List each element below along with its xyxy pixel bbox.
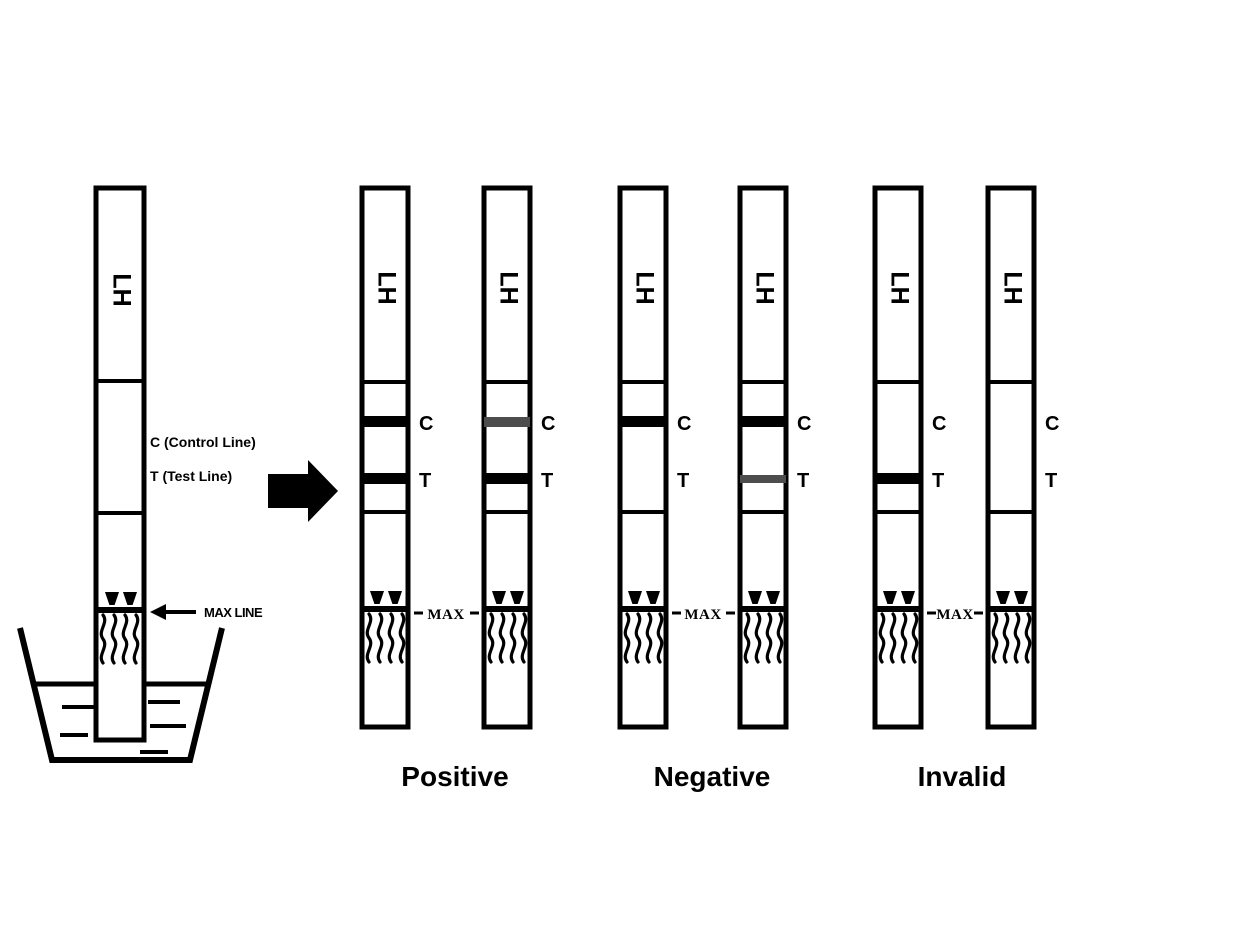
result-label-invalid: Invalid: [918, 761, 1007, 792]
test-line-band: [875, 473, 921, 484]
max-label: MAX: [427, 607, 464, 623]
control-label: C: [419, 413, 433, 435]
test-label: T: [932, 470, 944, 492]
right-arrow-icon: [268, 460, 338, 522]
test-line-note: T (Test Line): [150, 468, 232, 484]
control-line-band: [362, 416, 408, 427]
result-group-invalid: LH C T LH C T: [872, 185, 1059, 792]
strip-label-lh: LH: [107, 273, 135, 306]
max-line-note: MAX LINE: [204, 605, 263, 620]
max-marker-invalid: MAX: [927, 607, 983, 623]
max-marker-positive: MAX: [414, 607, 479, 623]
specimen-cup-icon: [17, 627, 225, 763]
control-line-note: C (Control Line): [150, 434, 256, 450]
test-label: T: [419, 470, 431, 492]
control-line-band: [620, 416, 666, 427]
test-label: T: [677, 470, 689, 492]
max-line-callout: MAX LINE: [150, 604, 263, 620]
invalid-strip-1: LH: [872, 185, 924, 730]
control-label: C: [1045, 413, 1059, 435]
test-line-band-faint: [740, 475, 786, 483]
max-label: MAX: [936, 607, 973, 623]
left-arrow-icon: [150, 604, 166, 620]
strip-label-lh: LH: [750, 271, 778, 304]
strip-label-lh: LH: [630, 271, 658, 304]
result-group-positive: LH C T LH C T: [359, 185, 555, 792]
reference-assembly: LH C (Control Line) T (Test Line) MAX LI…: [17, 185, 263, 763]
strip-label-lh: LH: [998, 271, 1026, 304]
positive-strip-2: LH: [481, 185, 533, 730]
positive-strip-1: LH: [359, 185, 411, 730]
control-label: C: [932, 413, 946, 435]
strip-label-lh: LH: [885, 271, 913, 304]
strip-label-lh: LH: [494, 271, 522, 304]
result-group-negative: LH C T LH C T: [617, 185, 811, 792]
strip-label-lh: LH: [372, 271, 400, 304]
max-marker-negative: MAX: [672, 607, 735, 623]
max-label: MAX: [684, 607, 721, 623]
control-line-band: [740, 416, 786, 427]
reference-strip: LH: [93, 185, 147, 743]
test-line-band: [484, 473, 530, 484]
result-label-positive: Positive: [401, 761, 508, 792]
control-label: C: [797, 413, 811, 435]
control-label: C: [541, 413, 555, 435]
invalid-strip-2: LH: [985, 185, 1037, 730]
liquid-dashes: [60, 700, 186, 754]
negative-strip-2: LH: [737, 185, 789, 730]
control-line-band-faint: [484, 417, 530, 427]
test-line-band: [362, 473, 408, 484]
negative-strip-1: LH: [617, 185, 669, 730]
test-label: T: [797, 470, 809, 492]
control-label: C: [677, 413, 691, 435]
test-label: T: [1045, 470, 1057, 492]
result-label-negative: Negative: [654, 761, 771, 792]
test-label: T: [541, 470, 553, 492]
